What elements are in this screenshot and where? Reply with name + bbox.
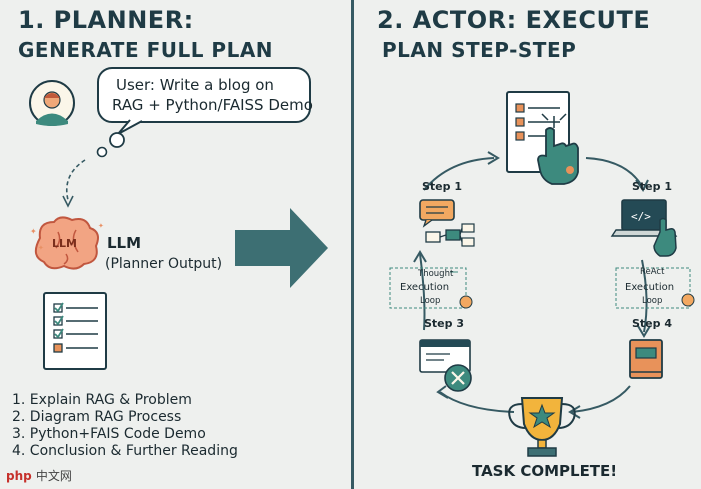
svg-text:✦: ✦ (30, 227, 37, 236)
pointing-hand-icon (537, 113, 579, 185)
loop-react-label: ReAct (640, 267, 665, 277)
watermark-text: 中文网 (35, 469, 72, 483)
speech-bubble-shape (96, 67, 311, 158)
cycle-arrow-icon (439, 391, 515, 413)
loop-execution-label-left: Execution (400, 282, 450, 293)
step-label-bottom-left: Step 3 (424, 317, 464, 330)
plan-item: 4. Conclusion & Further Reading (12, 443, 238, 459)
watermark: php 中文网 (6, 467, 72, 484)
trophy-icon (508, 397, 576, 457)
right-loop-diagram (615, 267, 695, 309)
plan-item: 3. Python+FAIS Code Demo (12, 426, 206, 442)
loop-loop-label-right: Loop (642, 296, 663, 306)
plan-item: 1. Explain RAG & Problem (12, 392, 192, 408)
planner-title-line1: 1. PLANNER: (18, 6, 194, 34)
browser-tools-icon (419, 339, 472, 392)
planner-graphics: ✦ ✦ ✦ (29, 67, 328, 370)
user-bubble-line2: RAG + Python/FAISS Demo (112, 96, 313, 114)
left-loop-diagram (389, 267, 473, 309)
brain-label: LLM (52, 237, 77, 250)
laptop-code-icon: </> (610, 199, 678, 257)
step-label-bottom-right: Step 4 (632, 317, 672, 330)
user-bubble-line1: User: Write a blog on (116, 76, 274, 94)
checklist-document-icon (43, 292, 107, 370)
loop-loop-label-left: Loop (420, 296, 441, 306)
llm-subtitle: (Planner Output) (105, 256, 223, 272)
chat-flow-icon (419, 199, 475, 247)
brain-icon: ✦ ✦ ✦ (30, 216, 104, 270)
step-label-top-left: Step 1 (422, 180, 462, 193)
cycle-arrow-icon (585, 157, 643, 187)
big-arrow-icon (235, 208, 328, 288)
actor-title-line2: PLAN STEP-STEP (382, 38, 577, 62)
plan-list: 1. Explain RAG & Problem 2. Diagram RAG … (12, 392, 238, 460)
loop-execution-label-right: Execution (625, 282, 675, 293)
svg-text:✦: ✦ (98, 222, 104, 230)
step-label-top-right: Step 1 (632, 180, 672, 193)
llm-title: LLM (107, 234, 142, 252)
cycle-arrow-icon (419, 253, 426, 331)
planner-title-line2: GENERATE FULL PLAN (18, 38, 274, 62)
user-avatar-icon (29, 80, 75, 126)
plan-item: 2. Diagram RAG Process (12, 409, 182, 425)
loop-thought-label: Thought (418, 269, 454, 279)
cycle-arrow-icon (641, 259, 648, 333)
actor-title-line1: 2. ACTOR: EXECUTE (377, 6, 651, 34)
watermark-brand: php (6, 469, 32, 483)
actor-graphics: </> (389, 91, 695, 457)
task-complete-label: TASK COMPLETE! (472, 462, 618, 480)
svg-text:</>: </> (631, 210, 651, 223)
book-icon (629, 339, 663, 379)
panel-divider (351, 0, 354, 489)
arrow-icon (66, 159, 86, 201)
cycle-arrow-icon (571, 385, 631, 413)
svg-text:✦: ✦ (38, 244, 44, 252)
cycle-arrow-icon (423, 157, 495, 191)
